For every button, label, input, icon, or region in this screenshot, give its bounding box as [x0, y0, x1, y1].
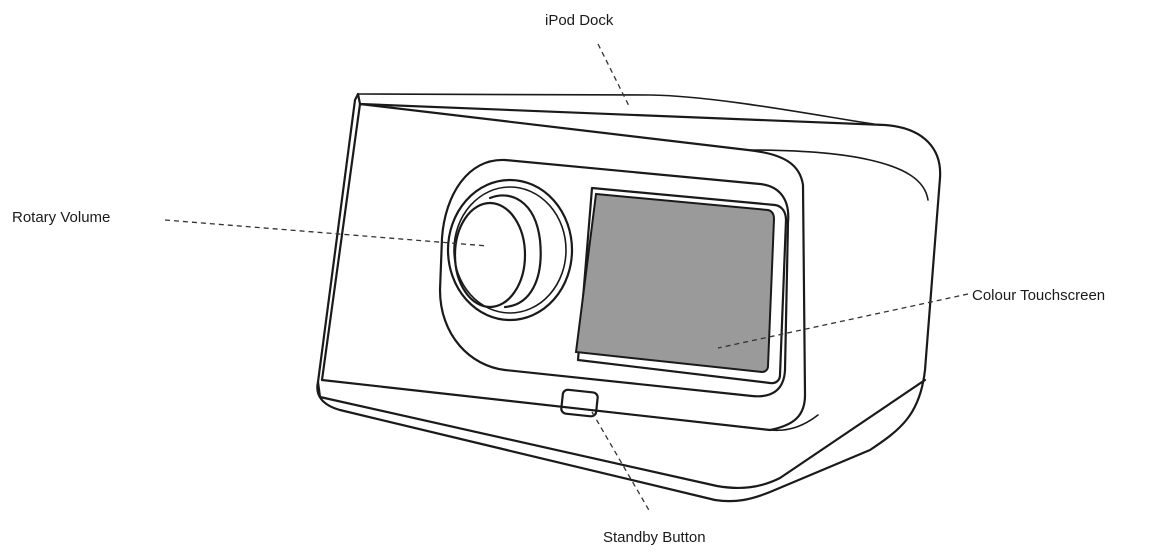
device-outer-shell [316, 92, 942, 503]
device-base-inner [321, 379, 819, 432]
knob-outer-ring [446, 178, 574, 322]
ipod-dock-leader [597, 43, 631, 109]
screen-bezel [576, 186, 788, 385]
standby-button-leader [591, 411, 651, 513]
knob-side [488, 194, 542, 309]
control-bezel [438, 158, 790, 398]
callout-labels: iPod Dock Rotary Volume Colour Touchscre… [12, 12, 1105, 546]
standby-button-label: Standby Button [603, 529, 706, 546]
rotary-volume-label: Rotary Volume [12, 209, 110, 226]
screen-display [574, 192, 776, 374]
standby-button[interactable] [560, 388, 599, 418]
device-side-panel [747, 149, 929, 201]
device-front-face [320, 102, 807, 432]
colour-touchscreen[interactable] [574, 186, 788, 385]
ipod-dock-label: iPod Dock [545, 12, 614, 29]
rotary-volume-knob[interactable] [446, 178, 574, 322]
device-top-face [357, 93, 881, 126]
leader-lines [164, 43, 969, 513]
radio-device [316, 92, 942, 503]
colour-touchscreen-label: Colour Touchscreen [972, 287, 1105, 304]
knob-face [453, 201, 527, 309]
knob-inner-ring [453, 186, 567, 314]
colour-touchscreen-leader [717, 293, 969, 349]
device-base-edge [316, 378, 927, 490]
rotary-volume-leader [164, 219, 489, 247]
